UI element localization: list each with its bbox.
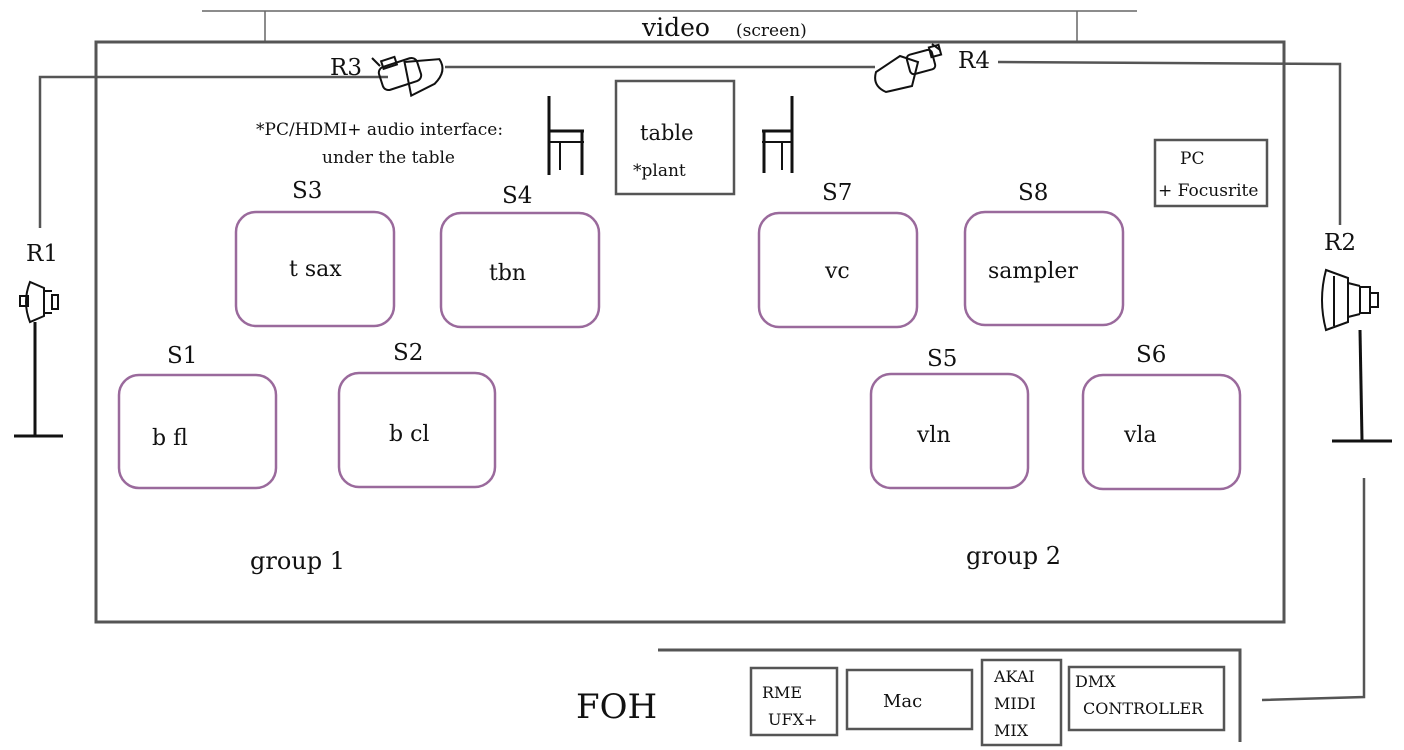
station-id: S7 bbox=[822, 180, 852, 206]
spotlight-icon bbox=[371, 55, 444, 98]
station-s3: S3 t sax bbox=[234, 178, 396, 328]
station-instrument: tbn bbox=[489, 261, 526, 286]
station-box bbox=[869, 372, 1030, 490]
akai-line-2: MIDI bbox=[994, 694, 1036, 713]
station-s7: S7 vc bbox=[757, 180, 919, 329]
table: table *plant bbox=[614, 79, 736, 196]
station-s5: S5 vln bbox=[869, 346, 1030, 490]
light-r2-label: R2 bbox=[1324, 230, 1356, 256]
station-box bbox=[337, 371, 497, 489]
dmx-line-2: CONTROLLER bbox=[1083, 699, 1204, 718]
light-r4: R4 bbox=[874, 43, 990, 94]
light-r2: R2 bbox=[1321, 230, 1392, 443]
rme-ufx-box: RME UFX+ bbox=[749, 666, 839, 737]
dmx-line-1: DMX bbox=[1075, 672, 1116, 691]
chair-icon bbox=[762, 96, 794, 173]
station-id: S2 bbox=[393, 340, 423, 366]
station-s2: S2 b cl bbox=[337, 340, 497, 489]
akai-line-1: AKAI bbox=[993, 667, 1035, 686]
station-id: S3 bbox=[292, 178, 322, 204]
station-instrument: t sax bbox=[289, 257, 342, 282]
station-instrument: vla bbox=[1123, 423, 1157, 448]
mac-label: Mac bbox=[883, 691, 922, 712]
light-r3: R3 bbox=[330, 55, 444, 98]
stand-light-icon bbox=[1321, 268, 1392, 443]
video-label: video bbox=[641, 13, 710, 42]
station-box bbox=[439, 211, 601, 329]
light-r4-label: R4 bbox=[958, 48, 990, 74]
station-box bbox=[1081, 373, 1242, 491]
station-s1: S1 b fl bbox=[117, 343, 278, 490]
station-id: S6 bbox=[1136, 342, 1166, 368]
station-id: S1 bbox=[167, 343, 197, 369]
mac-box: Mac bbox=[845, 668, 974, 731]
focusrite-label: + Focusrite bbox=[1158, 181, 1258, 201]
station-s8: S8 sampler bbox=[963, 180, 1125, 327]
station-box bbox=[234, 210, 396, 328]
video-screen: video (screen) bbox=[202, 10, 1137, 42]
station-instrument: sampler bbox=[988, 259, 1078, 284]
video-sub-label: (screen) bbox=[736, 21, 807, 41]
akai-line-3: MIX bbox=[994, 721, 1029, 740]
station-box bbox=[757, 211, 919, 329]
station-box bbox=[117, 373, 278, 490]
note-line-2: under the table bbox=[322, 148, 455, 168]
pc-focusrite-box: PC + Focusrite bbox=[1153, 138, 1269, 208]
station-instrument: vln bbox=[916, 423, 951, 448]
foh-area: FOH RME UFX+ Mac AKAI MIDI MIX DMX CONTR… bbox=[576, 648, 1242, 747]
lighting-cables bbox=[38, 60, 1366, 702]
station-id: S8 bbox=[1018, 180, 1048, 206]
stand-light-icon bbox=[14, 280, 63, 438]
chair-icon bbox=[547, 96, 584, 175]
station-id: S5 bbox=[927, 346, 957, 372]
station-instrument: b cl bbox=[389, 422, 429, 447]
akai-midi-mix-box: AKAI MIDI MIX bbox=[980, 658, 1063, 747]
pc-label: PC bbox=[1180, 149, 1204, 169]
station-id: S4 bbox=[502, 183, 532, 209]
light-r3-label: R3 bbox=[330, 55, 362, 81]
light-r1-label: R1 bbox=[26, 241, 58, 267]
stage-outline bbox=[94, 40, 1286, 624]
note-line-1: *PC/HDMI+ audio interface: bbox=[256, 120, 503, 140]
station-instrument: b fl bbox=[152, 426, 188, 451]
station-box bbox=[963, 210, 1125, 327]
station-s4: S4 tbn bbox=[439, 183, 601, 329]
spotlight-icon bbox=[874, 43, 943, 94]
dmx-controller-box: DMX CONTROLLER bbox=[1067, 665, 1226, 732]
foh-label: FOH bbox=[576, 687, 657, 727]
rme-line-2: UFX+ bbox=[768, 710, 817, 729]
light-r1: R1 bbox=[14, 241, 63, 438]
station-instrument: vc bbox=[824, 259, 850, 284]
rme-line-1: RME bbox=[762, 683, 802, 702]
group-2-label: group 2 bbox=[966, 542, 1061, 570]
table-sub-label: *plant bbox=[633, 161, 686, 181]
group-1-label: group 1 bbox=[250, 547, 345, 575]
table-label: table bbox=[640, 121, 694, 145]
station-s6: S6 vla bbox=[1081, 342, 1242, 491]
